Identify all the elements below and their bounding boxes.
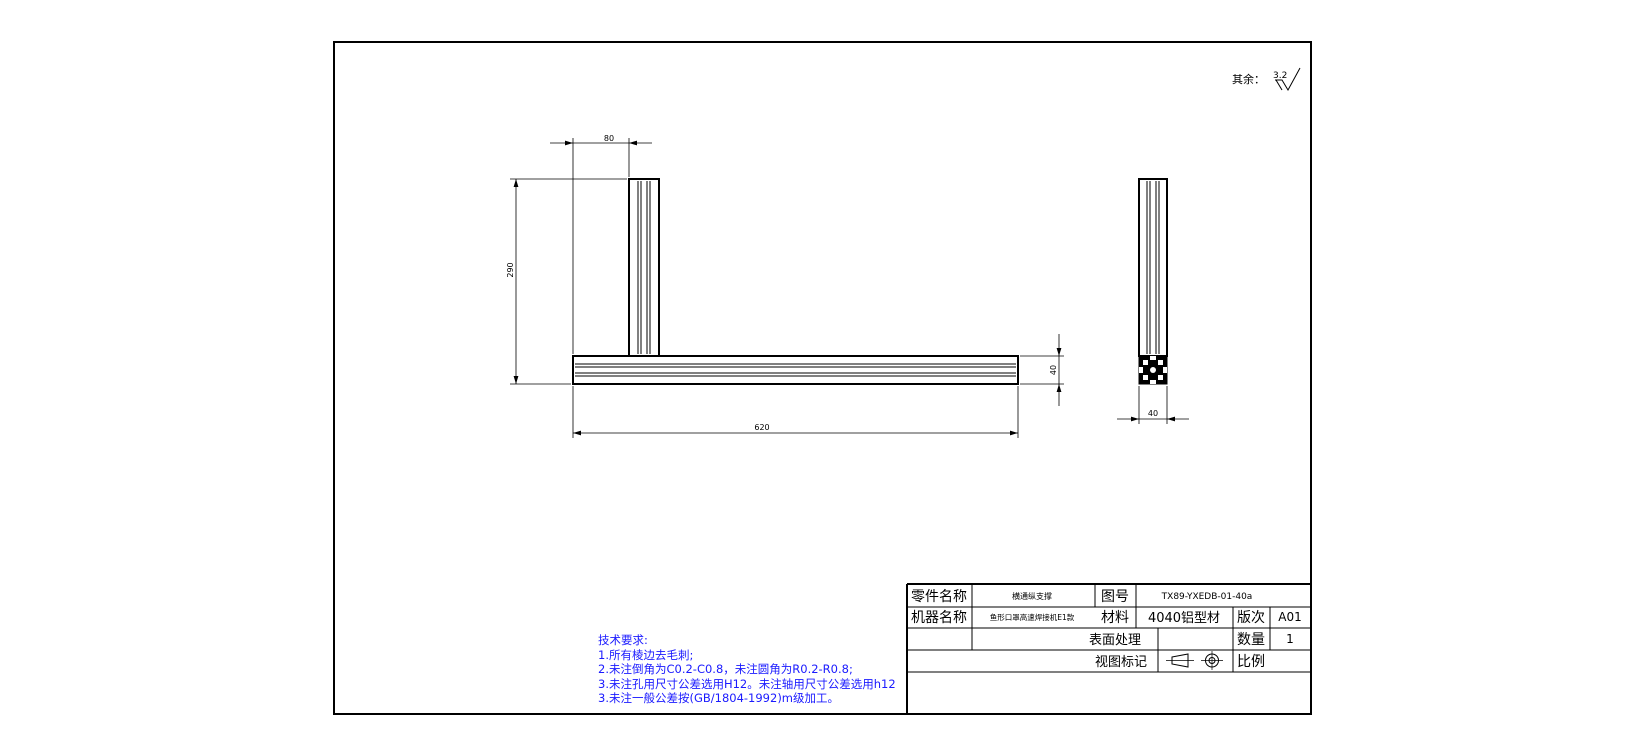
dim-label-40-vertical: 40	[1049, 365, 1058, 375]
dim-label-290: 290	[506, 262, 515, 277]
scale-label: 比例	[1237, 654, 1265, 670]
version-value: A01	[1278, 610, 1301, 624]
dim-label-620: 620	[754, 423, 769, 432]
view-mark-label: 视图标记	[1095, 655, 1147, 670]
tech-requirement-item: 1.所有棱边去毛刺;	[598, 647, 694, 662]
dim-length: 620	[572, 386, 1019, 438]
side-view-cross-section	[1138, 355, 1168, 385]
drawing-border	[333, 41, 1312, 715]
material-label: 材料	[1101, 610, 1129, 626]
surface-treatment-label: 表面处理	[1089, 633, 1141, 648]
part-name-label: 零件名称	[911, 589, 967, 605]
horizontal-profile	[572, 355, 1019, 385]
roughness-value: 3.2	[1273, 71, 1287, 81]
version-label: 版次	[1237, 610, 1265, 626]
dim-height: 290	[506, 178, 627, 385]
dim-profile-height: 40	[1020, 334, 1064, 406]
dim-label-80: 80	[604, 134, 614, 143]
dim-side-width: 40	[1117, 386, 1189, 424]
tech-requirements-title: 技术要求:	[598, 633, 648, 647]
tech-requirement-item: 3.未注一般公差按(GB/1804-1992)m级加工。	[598, 691, 840, 705]
drawing-no-value: TX89-YXEDB-01-40a	[1161, 592, 1253, 602]
vertical-profile	[628, 178, 660, 357]
tech-requirement-item: 3.未注孔用尺寸公差选用H12。未注轴用尺寸公差选用h12	[598, 676, 896, 691]
surface-note-label: 其余：	[1232, 72, 1265, 86]
part-name-value: 横通纵支撑	[1012, 591, 1052, 601]
quantity-label: 数量	[1237, 632, 1265, 648]
technical-requirements: 技术要求: 1.所有棱边去毛刺; 2.未注倒角为C0.2-C0.8，未注圆角为R…	[598, 633, 896, 706]
title-block-text: 零件名称 横通纵支撑 图号 TX89-YXEDB-01-40a 机器名称 鱼形口…	[911, 589, 1302, 670]
side-view-profile	[1138, 178, 1168, 357]
tech-requirement-item: 2.未注倒角为C0.2-C0.8，未注圆角为R0.2-R0.8;	[598, 662, 853, 676]
machine-name-value: 鱼形口罩高速焊接机E1款	[990, 612, 1075, 622]
dim-top-width: 80	[550, 134, 652, 354]
drawing-no-label: 图号	[1101, 589, 1129, 605]
quantity-value: 1	[1286, 632, 1294, 646]
roughness-symbol-icon	[1275, 67, 1301, 92]
title-block	[906, 583, 1311, 714]
dim-label-40-side: 40	[1148, 409, 1158, 418]
machine-name-label: 机器名称	[911, 610, 967, 626]
material-value: 4040铝型材	[1148, 611, 1220, 626]
first-angle-projection-icon	[1166, 651, 1223, 670]
surface-roughness-note: 其余： 3.2	[1232, 67, 1301, 92]
